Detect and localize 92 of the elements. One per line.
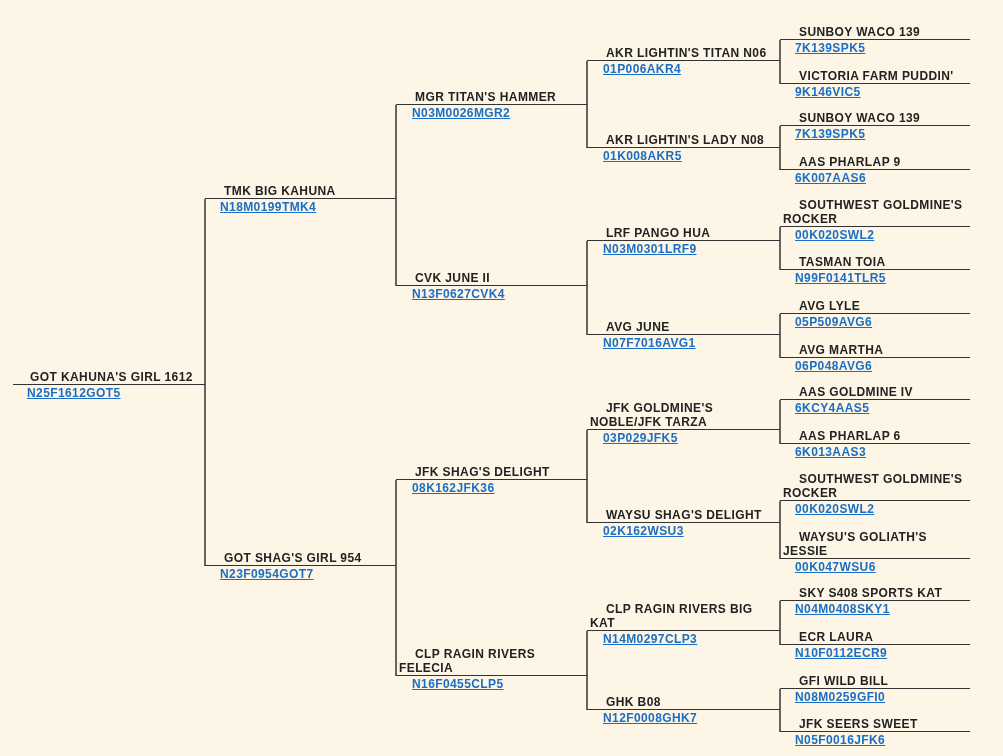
animal-name: SKY S408 SPORTS KAT — [799, 586, 943, 601]
registration-link: N05F0016JFK6 — [795, 733, 886, 748]
registration-link: 6K007AAS6 — [795, 171, 866, 186]
registration-link: N14M0297CLP3 — [603, 632, 698, 647]
connector-line — [779, 399, 781, 431]
registration-link: 02K162WSU3 — [603, 524, 684, 539]
animal-name: AKR LIGHTIN'S LADY N08 — [606, 133, 765, 148]
connector-line — [395, 198, 397, 287]
animal-name: GOT KAHUNA'S GIRL 1612 — [30, 370, 193, 385]
connector-line — [779, 125, 781, 149]
registration-link: 01K008AKR5 — [603, 149, 682, 164]
animal-name: SOUTHWEST GOLDMINE'S ROCKER — [783, 198, 964, 227]
animal-name: JFK GOLDMINE'S NOBLE/JFK TARZA — [590, 401, 715, 430]
animal-name: TMK BIG KAHUNA — [224, 184, 336, 199]
connector-line — [779, 500, 781, 524]
registration-link: N25F1612GOT5 — [27, 386, 121, 401]
connector-line — [204, 198, 206, 386]
connector-line — [204, 384, 206, 567]
animal-name: GOT SHAG'S GIRL 954 — [224, 551, 362, 566]
animal-name: ECR LAURA — [799, 630, 874, 645]
animal-name: AAS PHARLAP 6 — [799, 429, 901, 444]
animal-name: CLP RAGIN RIVERS FELECIA — [399, 647, 537, 676]
connector-line — [395, 104, 397, 200]
animal-name: AKR LIGHTIN'S TITAN N06 — [606, 46, 767, 61]
connector-line — [586, 675, 588, 711]
registration-link: N13F0627CVK4 — [412, 287, 505, 302]
animal-name: AAS GOLDMINE IV — [799, 385, 913, 400]
registration-link: 9K146VIC5 — [795, 85, 861, 100]
animal-name: AAS PHARLAP 9 — [799, 155, 901, 170]
connector-line — [779, 600, 781, 632]
registration-link: 01P006AKR4 — [603, 62, 682, 77]
registration-link: N18M0199TMK4 — [220, 200, 317, 215]
animal-name: GHK B08 — [606, 695, 661, 710]
animal-name: VICTORIA FARM PUDDIN' — [799, 69, 954, 84]
animal-name: WAYSU'S GOLIATH'S JESSIE — [783, 530, 928, 559]
animal-name: JFK SEERS SWEET — [799, 717, 918, 732]
animal-name: LRF PANGO HUA — [606, 226, 711, 241]
registration-link: N23F0954GOT7 — [220, 567, 314, 582]
connector-line — [779, 226, 781, 242]
connector-line — [779, 39, 781, 62]
animal-name: CLP RAGIN RIVERS BIG KAT — [590, 602, 754, 631]
connector-line — [586, 429, 588, 481]
registration-link: 00K020SWL2 — [795, 228, 875, 243]
registration-link: 6K013AAS3 — [795, 445, 866, 460]
registration-link: 7K139SPK5 — [795, 127, 866, 142]
registration-link: N03M0301LRF9 — [603, 242, 697, 257]
connector-line — [586, 630, 588, 677]
registration-link: 05P509AVG6 — [795, 315, 873, 330]
registration-link: N10F0112ECR9 — [795, 646, 888, 661]
registration-link: N08M0259GFI0 — [795, 690, 886, 705]
registration-link: N03M0026MGR2 — [412, 106, 511, 121]
connector-line — [779, 240, 781, 271]
connector-line — [779, 522, 781, 560]
connector-line — [779, 334, 781, 359]
animal-name: SUNBOY WACO 139 — [799, 111, 921, 126]
registration-link: N99F0141TLR5 — [795, 271, 886, 286]
animal-name: GFI WILD BILL — [799, 674, 889, 689]
animal-name: SOUTHWEST GOLDMINE'S ROCKER — [783, 472, 964, 501]
registration-link: N16F0455CLP5 — [412, 677, 504, 692]
registration-link: 00K020SWL2 — [795, 502, 875, 517]
animal-name: TASMAN TOIA — [799, 255, 886, 270]
connector-line — [779, 313, 781, 336]
registration-link: 6KCY4AAS5 — [795, 401, 870, 416]
animal-name: MGR TITAN'S HAMMER — [415, 90, 557, 105]
animal-name: AVG LYLE — [799, 299, 861, 314]
connector-line — [779, 709, 781, 733]
connector-line — [586, 285, 588, 336]
registration-link: 7K139SPK5 — [795, 41, 866, 56]
connector-line — [586, 240, 588, 287]
registration-link: 03P029JFK5 — [603, 431, 678, 446]
connector-line — [779, 60, 781, 85]
animal-name: WAYSU SHAG'S DELIGHT — [606, 508, 762, 523]
registration-link: 06P048AVG6 — [795, 359, 873, 374]
registration-link: 00K047WSU6 — [795, 560, 876, 575]
connector-line — [779, 630, 781, 646]
connector-line — [395, 479, 397, 567]
registration-link: N12F0008GHK7 — [603, 711, 698, 726]
registration-link: N04M0408SKY1 — [795, 602, 890, 617]
connector-line — [779, 147, 781, 171]
connector-line — [586, 104, 588, 149]
animal-name: AVG JUNE — [606, 320, 670, 335]
registration-link: 08K162JFK36 — [412, 481, 495, 496]
connector-line — [395, 565, 397, 677]
connector-line — [586, 60, 588, 106]
animal-name: AVG MARTHA — [799, 343, 884, 358]
animal-name: CVK JUNE II — [415, 271, 491, 286]
connector-line — [586, 479, 588, 524]
animal-name: SUNBOY WACO 139 — [799, 25, 921, 40]
animal-name: JFK SHAG'S DELIGHT — [415, 465, 550, 480]
connector-line — [779, 429, 781, 445]
registration-link: N07F7016AVG1 — [603, 336, 696, 351]
connector-line — [779, 688, 781, 711]
